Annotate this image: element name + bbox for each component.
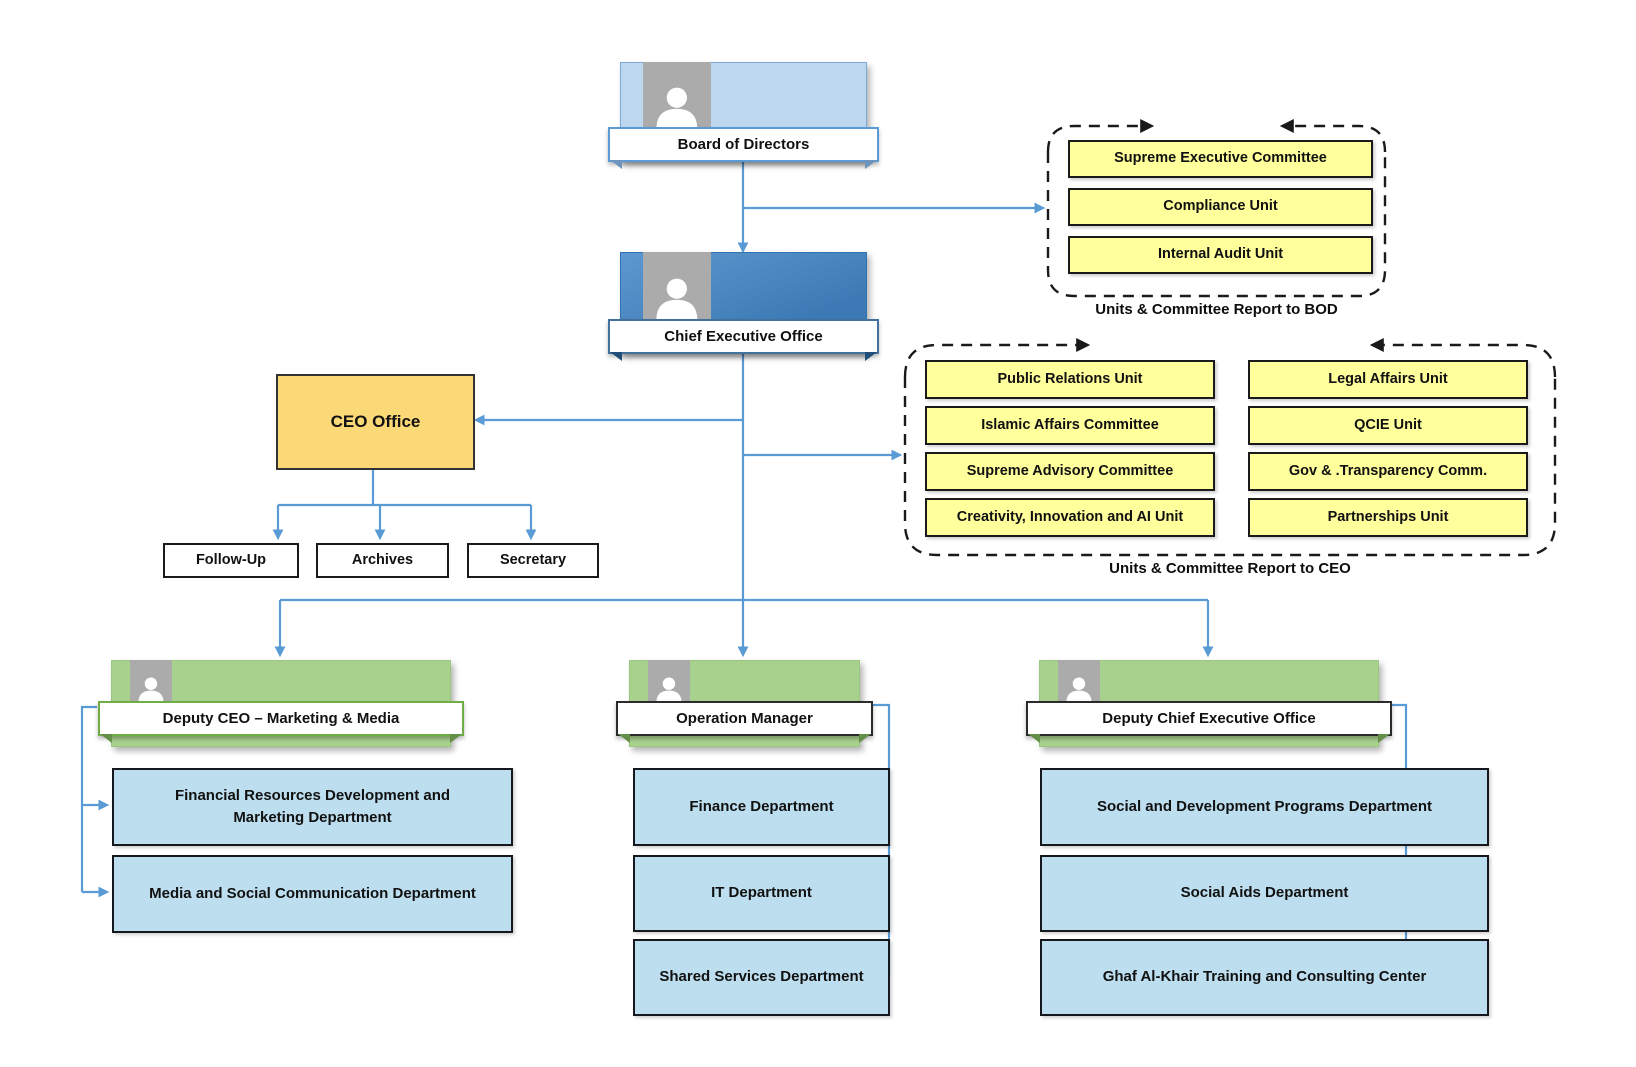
board-title: Board of Directors bbox=[677, 136, 810, 153]
ribbon-fold bbox=[1378, 734, 1390, 743]
ribbon-fold bbox=[450, 734, 462, 743]
followup-box: Follow-Up bbox=[163, 543, 299, 578]
dept-ghaf-alkhair-training-center: Ghaf Al-Khair Training and Consulting Ce… bbox=[1040, 939, 1489, 1016]
card-banner: Board of Directors bbox=[608, 127, 879, 169]
ribbon-fold bbox=[610, 160, 622, 169]
person-photo bbox=[643, 252, 711, 320]
ceo-group-outline bbox=[903, 338, 1557, 557]
person-icon bbox=[656, 278, 698, 320]
chief-executive-office-card: Chief Executive Office bbox=[608, 252, 879, 361]
ceo-title: Chief Executive Office bbox=[664, 328, 823, 345]
operation-manager-title: Operation Manager bbox=[676, 710, 813, 727]
card-banner: Deputy CEO – Marketing & Media bbox=[98, 701, 464, 743]
unit-box-creativity-innovation-ai: Creativity, Innovation and AI Unit bbox=[925, 498, 1215, 537]
ribbon-fold bbox=[859, 734, 871, 743]
unit-box-supreme-advisory-committee: Supreme Advisory Committee bbox=[925, 452, 1215, 491]
dept-it: IT Department bbox=[633, 855, 890, 932]
secretary-box: Secretary bbox=[467, 543, 599, 578]
ribbon-fold bbox=[618, 734, 630, 743]
dept-finance: Finance Department bbox=[633, 768, 890, 846]
ribbon-fold bbox=[610, 352, 622, 361]
unit-box-supreme-executive-committee: Supreme Executive Committee bbox=[1068, 140, 1373, 178]
ceo-office-box: CEO Office bbox=[276, 374, 475, 470]
archives-box: Archives bbox=[316, 543, 449, 578]
ribbon-fold bbox=[100, 734, 112, 743]
person-photo bbox=[1058, 660, 1100, 703]
unit-box-partnerships-unit: Partnerships Unit bbox=[1248, 498, 1528, 537]
unit-box-qcie-unit: QCIE Unit bbox=[1248, 406, 1528, 445]
board-of-directors-card: Board of Directors bbox=[608, 62, 879, 169]
person-photo bbox=[643, 62, 711, 129]
dept-financial-resources-marketing: Financial Resources Development and Mark… bbox=[112, 768, 513, 846]
ceo-group-caption: Units & Committee Report to CEO bbox=[1109, 560, 1351, 577]
card-banner: Chief Executive Office bbox=[608, 319, 879, 361]
card-banner: Operation Manager bbox=[616, 701, 873, 743]
ribbon-fold bbox=[865, 160, 877, 169]
unit-box-islamic-affairs-committee: Islamic Affairs Committee bbox=[925, 406, 1215, 445]
unit-box-compliance-unit: Compliance Unit bbox=[1068, 188, 1373, 226]
ribbon-fold bbox=[1028, 734, 1040, 743]
deputy-chief-executive-office-card: Deputy Chief Executive Office bbox=[1026, 660, 1392, 747]
person-photo bbox=[130, 660, 172, 703]
person-icon bbox=[656, 87, 698, 129]
dept-media-social-communication: Media and Social Communication Departmen… bbox=[112, 855, 513, 933]
card-banner: Deputy Chief Executive Office bbox=[1026, 701, 1392, 743]
deputy-chief-executive-title: Deputy Chief Executive Office bbox=[1102, 710, 1316, 727]
person-icon bbox=[1066, 677, 1092, 703]
bod-group-outline bbox=[1046, 119, 1387, 298]
deputy-ceo-marketing-media-card: Deputy CEO – Marketing & Media bbox=[98, 660, 464, 747]
person-photo bbox=[648, 660, 690, 703]
person-icon bbox=[138, 677, 164, 703]
person-icon bbox=[656, 677, 682, 703]
dept-social-aids: Social Aids Department bbox=[1040, 855, 1489, 932]
deputy-ceo-marketing-title: Deputy CEO – Marketing & Media bbox=[162, 710, 400, 727]
unit-box-legal-affairs-unit: Legal Affairs Unit bbox=[1248, 360, 1528, 399]
unit-box-public-relations-unit: Public Relations Unit bbox=[925, 360, 1215, 399]
unit-box-internal-audit-unit: Internal Audit Unit bbox=[1068, 236, 1373, 274]
dept-social-development-programs: Social and Development Programs Departme… bbox=[1040, 768, 1489, 846]
dept-shared-services: Shared Services Department bbox=[633, 939, 890, 1016]
ribbon-fold bbox=[865, 352, 877, 361]
unit-box-gov-transparency-comm: Gov & .Transparency Comm. bbox=[1248, 452, 1528, 491]
operation-manager-card: Operation Manager bbox=[616, 660, 873, 747]
bod-group-caption: Units & Committee Report to BOD bbox=[1095, 301, 1338, 318]
